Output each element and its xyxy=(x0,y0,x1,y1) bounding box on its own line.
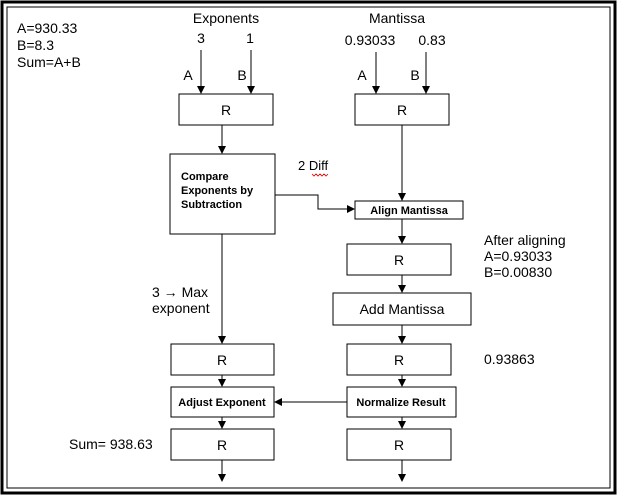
after-aligning-line1: After aligning xyxy=(484,232,566,248)
register-label: R xyxy=(221,102,231,118)
exponents-header: Exponents xyxy=(193,10,259,26)
diff-annotation: 2 Diff xyxy=(298,158,328,173)
max-exponent-line1: 3 → Max xyxy=(152,284,208,300)
align-mantissa-box xyxy=(354,200,464,220)
adjust-exponent-box xyxy=(170,386,275,418)
align-mantissa-label: Align Mantissa xyxy=(370,205,449,217)
after-aligning-line2: A=0.93033 xyxy=(484,248,552,264)
exponent-a-value: 3 xyxy=(197,30,205,46)
mantissa-input-register xyxy=(354,93,450,126)
mantissa-register-2 xyxy=(346,243,452,276)
inner-frame xyxy=(6,6,611,489)
add-result-text: 0.93863 xyxy=(484,351,535,367)
exponent-port-b-label: B xyxy=(237,67,246,83)
mantissa-header: Mantissa xyxy=(369,10,425,26)
compare-label-line2: Exponents by xyxy=(181,185,254,197)
mantissa-register-3 xyxy=(346,343,452,376)
input-sum-text: Sum=A+B xyxy=(17,54,81,70)
register-label: R xyxy=(394,352,404,368)
after-aligning-line3: B=0.00830 xyxy=(484,264,552,280)
mantissa-port-b-label: B xyxy=(410,67,419,83)
mantissa-a-value: 0.93033 xyxy=(345,32,396,48)
exponent-register-3 xyxy=(170,428,275,461)
diff-spellcheck-underline xyxy=(311,173,329,177)
normalize-result-box xyxy=(346,386,457,418)
register-label: R xyxy=(397,102,407,118)
exponent-b-value: 1 xyxy=(246,30,254,46)
register-label: R xyxy=(217,437,227,453)
mantissa-b-value: 0.83 xyxy=(418,32,445,48)
normalize-result-label: Normalize Result xyxy=(356,397,446,409)
exponent-port-a-label: A xyxy=(183,67,193,83)
compare-label-line1: Compare xyxy=(181,171,229,183)
register-label: R xyxy=(394,252,404,268)
final-sum-text: Sum= 938.63 xyxy=(69,436,153,452)
compare-exponents-box xyxy=(169,153,276,235)
mantissa-port-a-label: A xyxy=(357,67,367,83)
max-exponent-line2: exponent xyxy=(152,300,210,316)
add-mantissa-label: Add Mantissa xyxy=(360,301,445,317)
adjust-exponent-label: Adjust Exponent xyxy=(178,397,266,409)
mantissa-register-4 xyxy=(346,428,452,461)
exponent-input-register xyxy=(178,93,274,126)
input-a-text: A=930.33 xyxy=(17,20,78,36)
register-label: R xyxy=(217,352,227,368)
register-label: R xyxy=(394,437,404,453)
compare-label-line3: Subtraction xyxy=(181,199,242,211)
input-b-text: B=8.3 xyxy=(17,37,54,53)
arrow-diff-to-align xyxy=(275,194,355,213)
